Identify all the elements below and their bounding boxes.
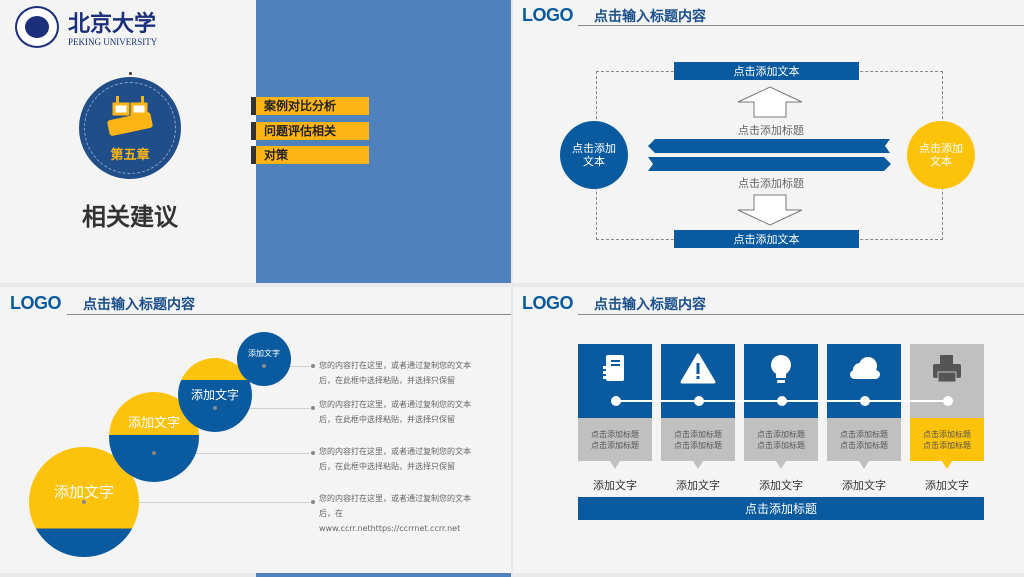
bullet <box>311 364 315 368</box>
university-name-cn: 北京大学 <box>68 11 157 37</box>
top-text-box[interactable]: 点击添加文本 <box>674 62 859 80</box>
connector-line <box>84 502 310 503</box>
step-subtitle[interactable]: 点击添加标题 点击添加标题 <box>744 418 818 461</box>
step-subtitle[interactable]: 点击添加标题 点击添加标题 <box>661 418 735 461</box>
pointer-triangle <box>776 461 786 469</box>
notebook-icon <box>603 355 624 381</box>
logo: LOGO <box>10 293 62 313</box>
step-label: 添加文字 <box>925 479 969 492</box>
dot <box>262 364 266 368</box>
left-circle[interactable]: 点击添加文本 <box>560 121 628 189</box>
slide-1[interactable]: 北京大学 PEKING UNIVERSITY 第五章 相关建议 案例对比分析 问… <box>0 0 511 283</box>
ribbon-arrows <box>648 139 891 171</box>
circle-small[interactable]: 添加文字 <box>178 358 252 432</box>
down-arrow-icon <box>737 194 803 226</box>
circle-label: 添加文字 <box>190 388 239 402</box>
timeline-node <box>611 396 621 406</box>
tab-countermeasures[interactable]: 对策 <box>251 146 369 164</box>
up-label: 点击添加标题 <box>738 124 804 137</box>
step-icon-box <box>744 344 818 418</box>
dot <box>129 72 132 75</box>
blue-panel <box>256 0 511 283</box>
step-subtitle[interactable]: 点击添加标题 点击添加标题 <box>827 418 901 461</box>
dot <box>82 500 86 504</box>
step-label: 添加文字 <box>759 479 803 492</box>
footer-bar[interactable]: 点击添加标题 <box>578 497 984 520</box>
circle-large[interactable]: 添加文字 <box>29 447 139 557</box>
logo: LOGO <box>522 293 574 313</box>
text-block: 您的内容打在这里，或者通过复制您的文本后，在 www.ccrr.nethttps… <box>319 494 471 533</box>
pointer-triangle <box>942 461 952 469</box>
dot <box>152 451 156 455</box>
timeline-node <box>943 396 953 406</box>
slide-3[interactable]: LOGO 点击输入标题内容 添加文字 添加文字 添加文字 添加文字 您的内容打在… <box>0 287 511 573</box>
lightbulb-icon <box>771 355 791 383</box>
bullet <box>311 406 315 410</box>
bottom-text-box[interactable]: 点击添加文本 <box>674 230 859 248</box>
circle-tiny[interactable]: 添加文字 <box>237 332 291 386</box>
slide-title: 点击输入标题内容 <box>594 297 706 313</box>
text-block: 您的内容打在这里，或者通过复制您的文本后，在此框中选择粘贴，并选择只保留 <box>319 400 471 424</box>
pointer-triangle <box>859 461 869 469</box>
title-underline <box>578 314 1024 315</box>
slide-title: 点击输入标题内容 <box>594 9 706 25</box>
step-label: 添加文字 <box>842 479 886 492</box>
step-icon-box <box>661 344 735 418</box>
next-slide-strip <box>256 573 511 577</box>
title-underline <box>578 25 1024 26</box>
university-seal-icon <box>15 6 59 48</box>
pointer-triangle <box>693 461 703 469</box>
logo: LOGO <box>522 5 574 25</box>
slide-4[interactable]: LOGO 点击输入标题内容 点击添加标题 点击添加标题 添加文字 点击添加标题 … <box>513 287 1024 573</box>
bullet <box>311 500 315 504</box>
warning-icon <box>680 353 716 384</box>
section-title: 相关建议 <box>82 203 178 231</box>
down-label: 点击添加标题 <box>738 177 804 190</box>
tab-problem-evaluation[interactable]: 问题评估相关 <box>251 122 369 140</box>
pointer-triangle <box>610 461 620 469</box>
text-block: 您的内容打在这里，或者通过复制您的文本后，在此框中选择粘贴，并选择只保留 <box>319 361 471 385</box>
up-arrow-icon <box>737 86 803 118</box>
university-name-en: PEKING UNIVERSITY <box>68 37 158 47</box>
bullet <box>311 451 315 455</box>
right-circle[interactable]: 点击添加文本 <box>907 121 975 189</box>
step-icon-box <box>578 344 652 418</box>
slide-2[interactable]: LOGO 点击输入标题内容 点击添加文本 点击添加文本 点击添加标题 点击添加标… <box>513 0 1024 283</box>
step-icon-box <box>827 344 901 418</box>
step-icon-box <box>910 344 984 418</box>
circle-label: 添加文字 <box>53 483 114 501</box>
printer-icon <box>933 355 961 383</box>
chapter-badge: 第五章 <box>79 77 181 179</box>
timeline-node <box>860 396 870 406</box>
timeline-node <box>694 396 704 406</box>
connector-line <box>154 453 310 454</box>
cloud-icon <box>850 357 880 379</box>
text-block: 您的内容打在这里，或者通过复制您的文本后，在此框中选择粘贴，并选择只保留 <box>319 447 471 471</box>
step-subtitle[interactable]: 点击添加标题 点击添加标题 <box>910 418 984 461</box>
slide-title: 点击输入标题内容 <box>83 297 195 313</box>
step-label: 添加文字 <box>676 479 720 492</box>
timeline-node <box>777 396 787 406</box>
connector-line <box>215 408 310 409</box>
circle-label: 添加文字 <box>127 416 180 431</box>
step-label: 添加文字 <box>593 479 637 492</box>
tab-case-analysis[interactable]: 案例对比分析 <box>251 97 369 115</box>
dot <box>213 406 217 410</box>
step-subtitle[interactable]: 点击添加标题 点击添加标题 <box>578 418 652 461</box>
title-underline <box>67 314 511 315</box>
